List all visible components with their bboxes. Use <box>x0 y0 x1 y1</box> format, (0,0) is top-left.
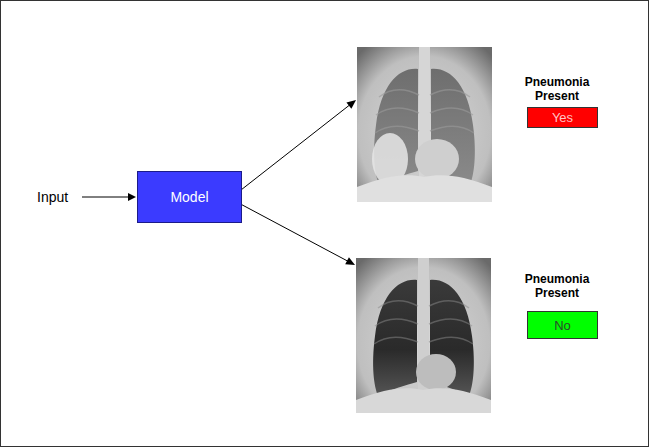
process-box: Model <box>137 171 242 223</box>
result-heading: Pneumonia Present <box>507 75 607 103</box>
box-label: Model <box>170 189 208 205</box>
result-flag: No <box>527 311 598 339</box>
result-panel: Pneumonia PresentYes <box>357 47 607 202</box>
flag-text: No <box>554 318 571 333</box>
result-heading: Pneumonia Present <box>507 272 607 300</box>
result-panel: Pneumonia PresentNo <box>356 258 606 413</box>
input-label: Input <box>37 189 68 205</box>
flag-text: Yes <box>552 110 573 125</box>
chest-xray <box>357 47 492 202</box>
chest-xray <box>356 258 491 413</box>
result-flag: Yes <box>527 107 598 128</box>
connector-arrow <box>242 205 355 265</box>
connector-arrow <box>242 100 356 189</box>
input-arrow <box>82 193 136 201</box>
